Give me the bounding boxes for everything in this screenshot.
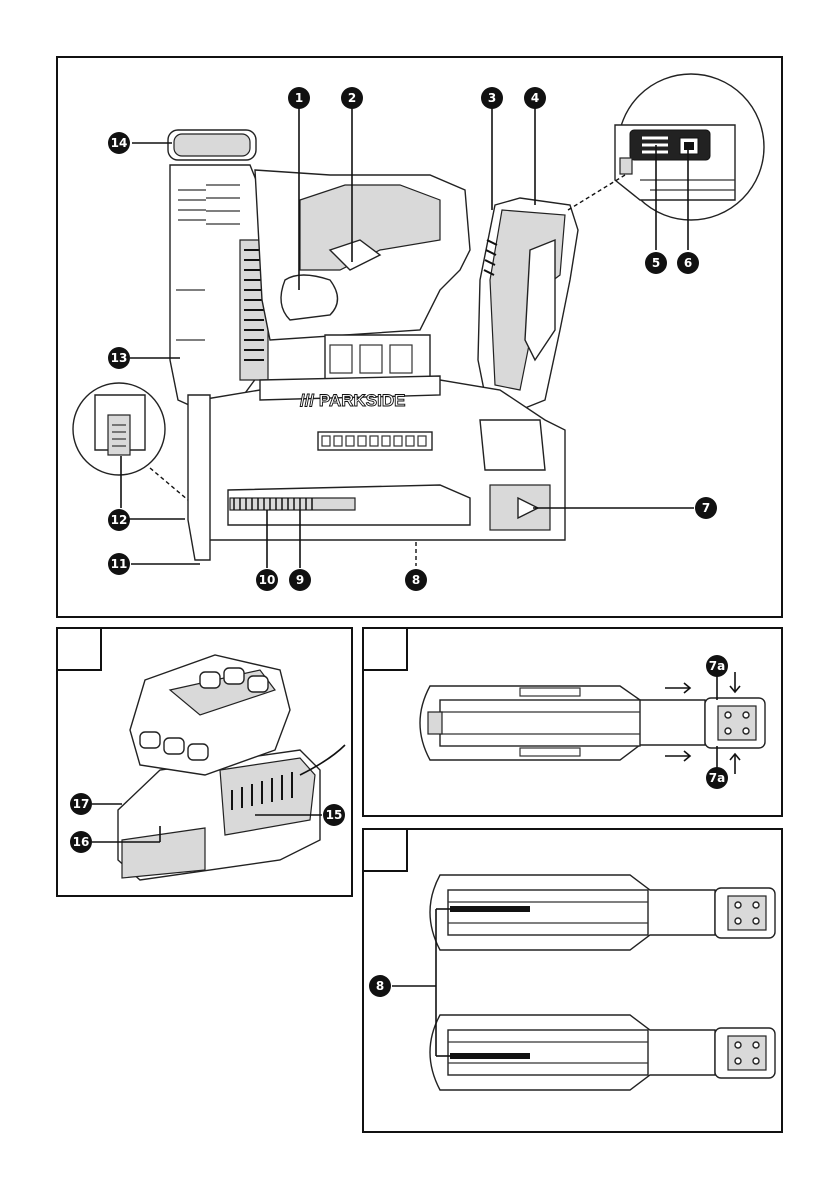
svg-text:8: 8 (376, 979, 384, 993)
callout-8-fig: 8 (369, 975, 391, 997)
